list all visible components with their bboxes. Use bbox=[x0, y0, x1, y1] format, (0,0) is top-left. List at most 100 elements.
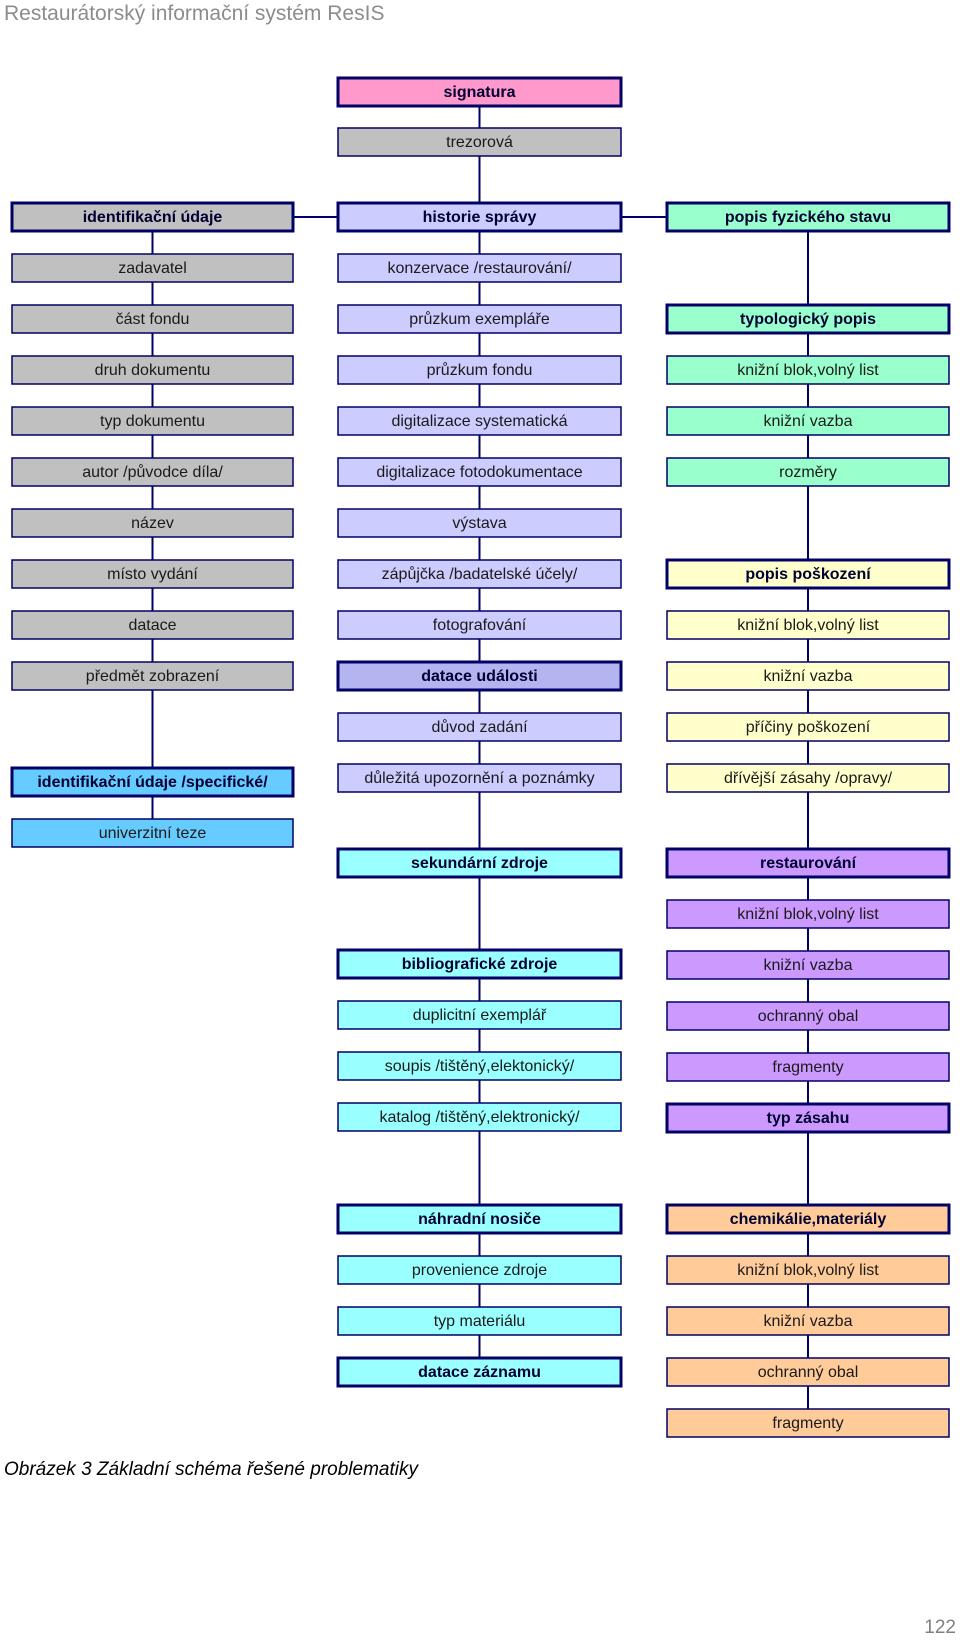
box-fill bbox=[337, 1102, 622, 1132]
box-knizni-vazba: knižní vazba bbox=[666, 1306, 950, 1336]
box-label: důležitá upozornění a poznámky bbox=[364, 769, 594, 787]
box-label: knižní blok,volný list bbox=[737, 1262, 879, 1279]
box-fill bbox=[666, 457, 950, 487]
box-label: dřívější zásahy /opravy/ bbox=[724, 770, 893, 787]
box-fill bbox=[11, 253, 294, 283]
box-duplicitni-exemplar: duplicitní exemplář bbox=[337, 1000, 622, 1030]
box-knizni-vazba: knižní vazba bbox=[666, 661, 950, 691]
box-digitalizace-systematicka: digitalizace systematická bbox=[337, 406, 622, 436]
box-typ-materialu: typ materiálu bbox=[337, 1306, 622, 1336]
box-label: trezorová bbox=[446, 134, 513, 151]
box-fragmenty: fragmenty bbox=[666, 1408, 950, 1438]
box-digitalizace-fotodokumentace: digitalizace fotodokumentace bbox=[337, 457, 622, 487]
box-vystava: výstava bbox=[337, 508, 622, 538]
box-fill bbox=[666, 1001, 950, 1031]
box-label: autor /původce díla/ bbox=[82, 463, 223, 481]
box-label: fotografování bbox=[433, 617, 527, 634]
box-fill bbox=[666, 610, 950, 640]
box-label: digitalizace fotodokumentace bbox=[376, 464, 582, 481]
box-fill bbox=[11, 406, 294, 436]
box-trezorova: trezorová bbox=[337, 127, 622, 157]
diagram-boxes: signatura trezorová identifikační údaje zad… bbox=[10, 76, 951, 1438]
box-label: náhradní nosiče bbox=[418, 1211, 541, 1228]
box-label: místo vydání bbox=[107, 566, 198, 583]
box-dulezita-upozorneni-a-poznamky: důležitá upozornění a poznámky bbox=[337, 763, 622, 793]
box-fill bbox=[337, 127, 622, 157]
box-label: průzkum fondu bbox=[427, 361, 533, 379]
box-label: název bbox=[131, 515, 174, 532]
box-fill bbox=[337, 559, 622, 589]
box-label: knižní vazba bbox=[764, 1313, 853, 1330]
box-fill bbox=[337, 1306, 622, 1336]
box-label: průzkum exempláře bbox=[409, 310, 550, 328]
box-fill bbox=[666, 899, 950, 929]
box-priciny-poskozeni: příčiny poškození bbox=[666, 712, 950, 742]
box-label: rozměry bbox=[779, 464, 837, 481]
box-ochranny-obal: ochranný obal bbox=[666, 1001, 950, 1031]
box-fill bbox=[11, 508, 294, 538]
box-fill bbox=[666, 1357, 950, 1387]
box-fill bbox=[337, 1000, 622, 1030]
box-label: typ dokumentu bbox=[100, 413, 205, 430]
box-label: zadavatel bbox=[118, 260, 187, 277]
box-fill bbox=[666, 950, 950, 980]
box-fotografovani: fotografování bbox=[337, 610, 622, 640]
box-fill bbox=[336, 76, 623, 108]
box-fill bbox=[666, 1408, 950, 1438]
box-fill bbox=[337, 712, 622, 742]
box-fill bbox=[11, 818, 294, 848]
box-label: popis fyzického stavu bbox=[725, 209, 891, 226]
box-label: provenience zdroje bbox=[412, 1262, 547, 1279]
box-fill bbox=[336, 948, 623, 980]
box-datace-zaznamu: datace záznamu bbox=[336, 1356, 623, 1388]
box-label: soupis /tištěný,elektonický/ bbox=[385, 1058, 575, 1075]
box-label: historie správy bbox=[423, 209, 537, 226]
box-sekundarni-zdroje: sekundární zdroje bbox=[336, 847, 623, 879]
box-label: identifikační údaje /specifické/ bbox=[37, 774, 268, 791]
box-fill bbox=[666, 1255, 950, 1285]
box-label: fragmenty bbox=[772, 1059, 843, 1076]
box-label: druh dokumentu bbox=[95, 362, 211, 379]
figure-caption: Obrázek 3 Základní schéma řešené problem… bbox=[4, 1459, 418, 1480]
box-fill bbox=[666, 661, 950, 691]
box-label: knižní blok,volný list bbox=[737, 617, 879, 634]
box-knizni-blok-volny-list: knižní blok,volný list bbox=[666, 610, 950, 640]
box-provenience-zdroje: provenience zdroje bbox=[337, 1255, 622, 1285]
box-fill bbox=[337, 763, 622, 793]
box-fill bbox=[337, 304, 622, 334]
box-typ-zasahu: typ zásahu bbox=[665, 1102, 951, 1134]
box-label: identifikační údaje bbox=[83, 209, 223, 226]
box-typologicky-popis: typologický popis bbox=[665, 303, 951, 335]
box-label: zápůjčka /badatelské účely/ bbox=[382, 565, 578, 583]
box-rozmery: rozměry bbox=[666, 457, 950, 487]
box-label: knižní blok,volný list bbox=[737, 362, 879, 379]
box-label: datace události bbox=[421, 668, 537, 685]
box-fill bbox=[10, 201, 295, 233]
box-pruzkum-fondu: průzkum fondu bbox=[337, 355, 622, 385]
box-fill bbox=[665, 1102, 951, 1134]
box-fill bbox=[11, 355, 294, 385]
box-label: výstava bbox=[452, 515, 506, 532]
box-fill bbox=[666, 763, 950, 793]
box-cast-fondu: část fondu bbox=[11, 304, 294, 334]
box-fill bbox=[665, 201, 951, 233]
box-nazev: název bbox=[11, 508, 294, 538]
box-label: typ materiálu bbox=[434, 1313, 526, 1330]
box-fill bbox=[337, 508, 622, 538]
box-fill bbox=[665, 1203, 951, 1235]
box-identifikacni-udaje: identifikační údaje bbox=[10, 201, 295, 233]
box-fill bbox=[665, 558, 951, 590]
schema-diagram: signatura trezorová identifikační údaje zad… bbox=[10, 76, 951, 1438]
box-label: signatura bbox=[443, 84, 515, 101]
box-fill bbox=[666, 1306, 950, 1336]
box-fill bbox=[666, 406, 950, 436]
box-label: příčiny poškození bbox=[746, 719, 871, 736]
box-fill bbox=[337, 610, 622, 640]
box-ochranny-obal: ochranný obal bbox=[666, 1357, 950, 1387]
box-druh-dokumentu: druh dokumentu bbox=[11, 355, 294, 385]
box-signatura: signatura bbox=[336, 76, 623, 108]
box-fill bbox=[665, 847, 951, 879]
box-zadavatel: zadavatel bbox=[11, 253, 294, 283]
box-chemikalie-materialy: chemikálie,materiály bbox=[665, 1203, 951, 1235]
box-label: fragmenty bbox=[772, 1415, 843, 1432]
